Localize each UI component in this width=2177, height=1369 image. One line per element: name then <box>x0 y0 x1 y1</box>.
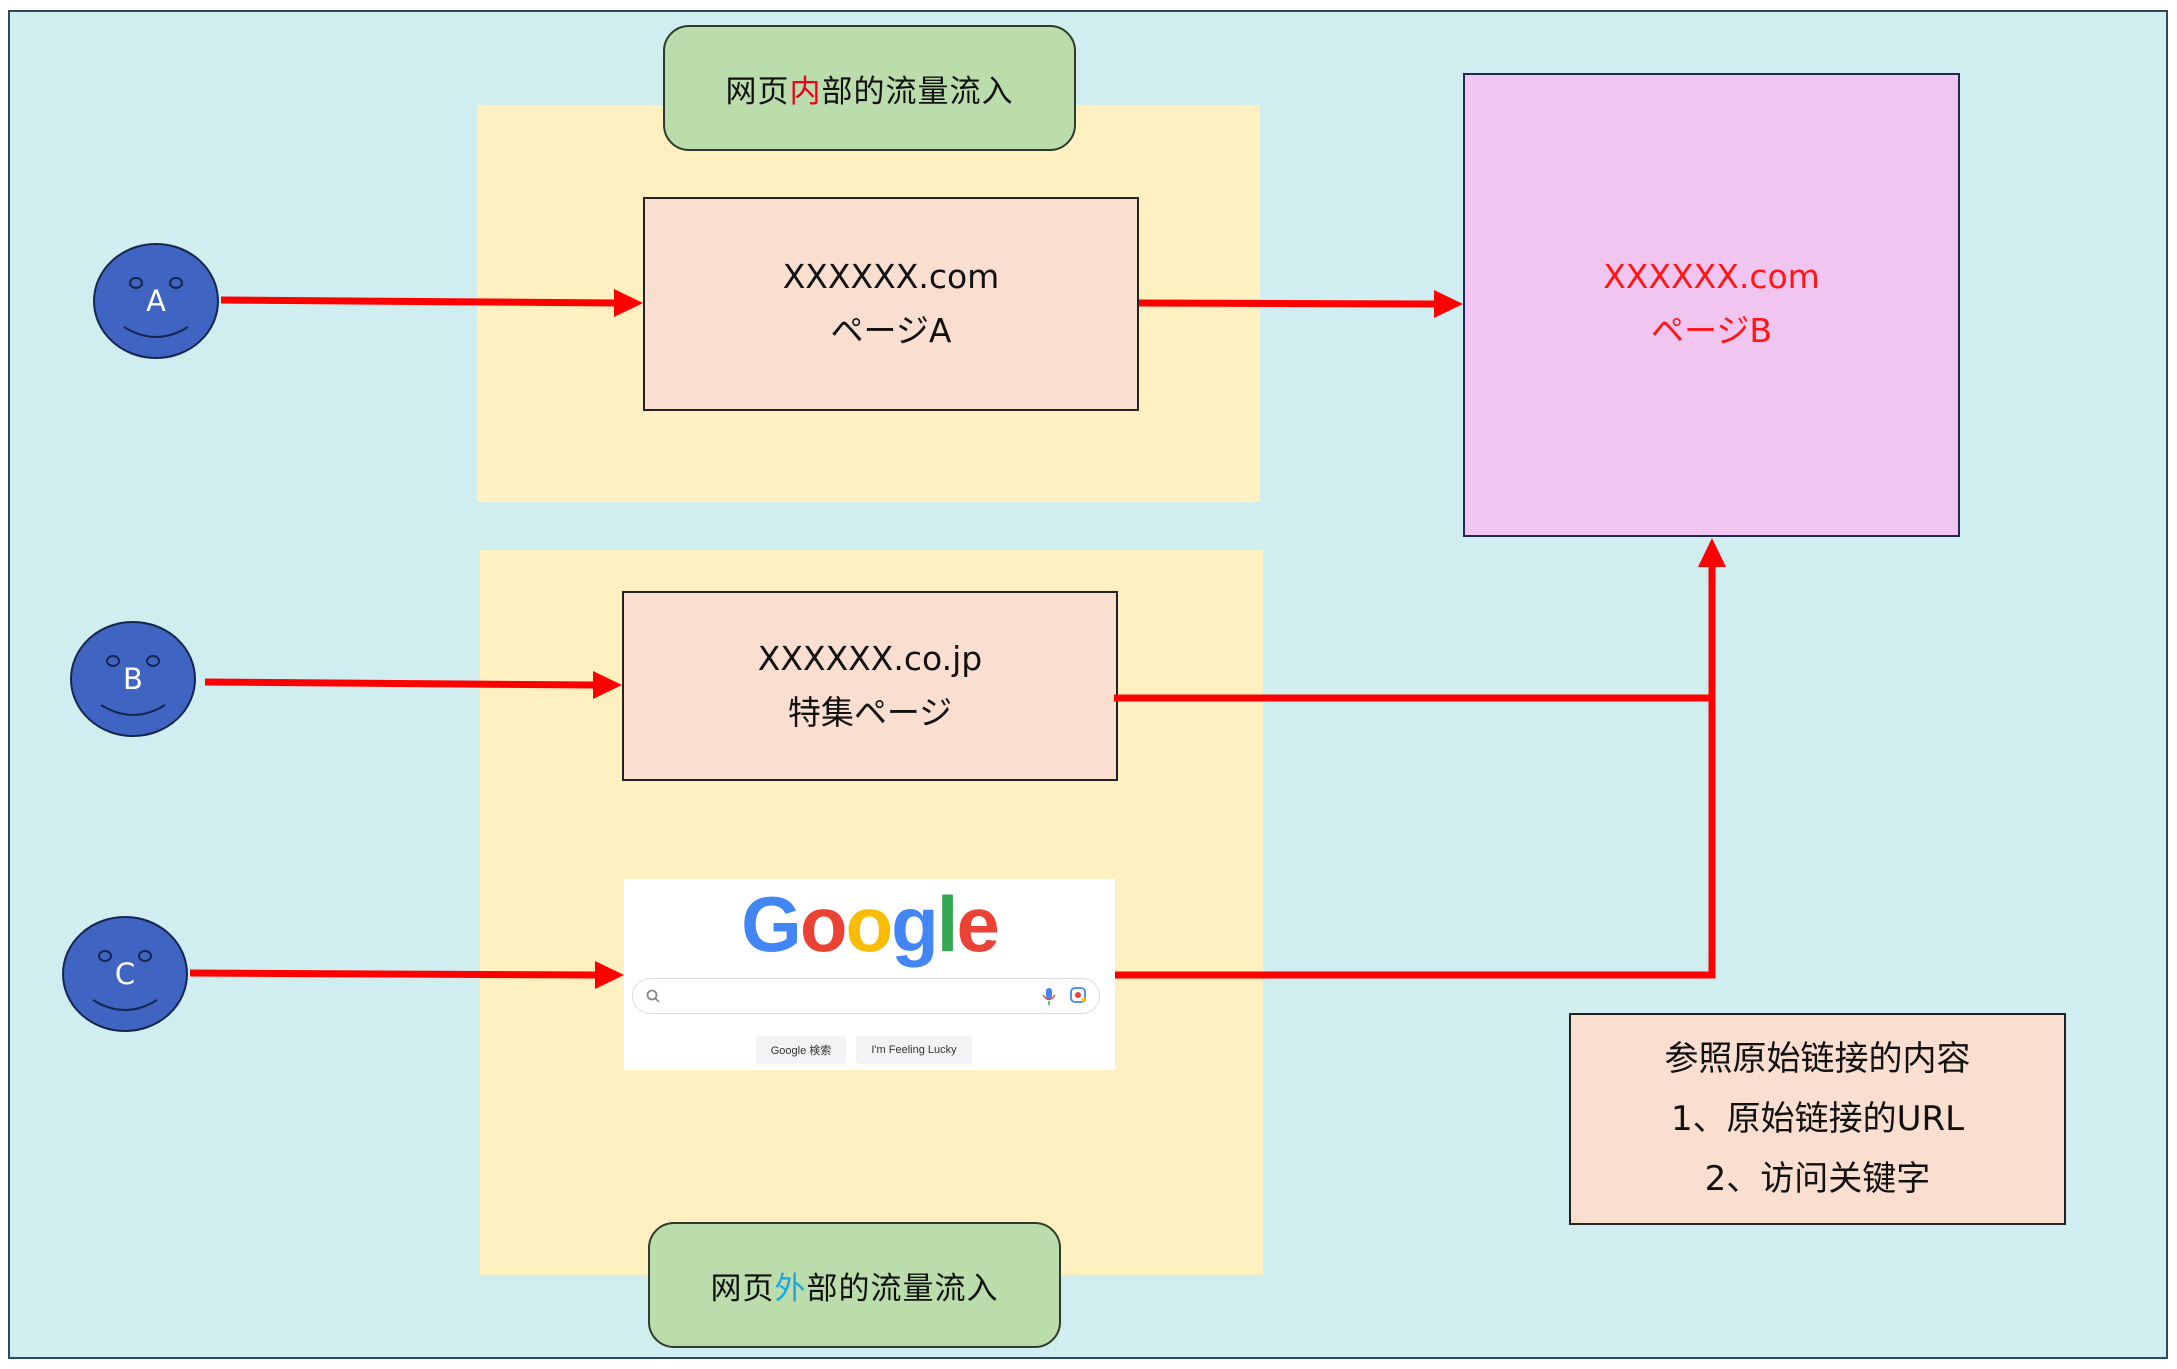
external-label-prefix: 网页 <box>710 1270 775 1307</box>
referrer-info-title: 参照原始链接的内容 <box>1664 1039 1971 1079</box>
arrow-b-to-special-page <box>204 671 622 699</box>
page-b-title: ページB <box>1651 311 1772 350</box>
special-page-box: XXXXXX.co.jp 特集ページ <box>622 591 1118 781</box>
google-search-button: Google 検索 <box>756 1036 846 1064</box>
user-a-label: A <box>146 284 166 318</box>
google-search-bar <box>632 978 1100 1014</box>
internal-label-suffix: 部的流量流入 <box>821 73 1014 110</box>
page-b-box: XXXXXX.com ページB <box>1463 73 1960 537</box>
internal-label-highlight: 内 <box>789 73 822 110</box>
page-a-box: XXXXXX.com ページA <box>643 197 1139 411</box>
user-c: C <box>61 915 189 1033</box>
page-a-title: ページA <box>830 311 952 350</box>
google-logo-letter: e <box>956 880 999 968</box>
feeling-lucky-button: I'm Feeling Lucky <box>856 1036 972 1064</box>
camera-lens-icon <box>1070 987 1086 1003</box>
page-b-domain: XXXXXX.com <box>1603 257 1820 296</box>
google-logo-letter: o <box>845 880 893 968</box>
google-logo-letter: g <box>891 880 939 968</box>
internal-traffic-label: 网页内部的流量流入 <box>663 25 1076 151</box>
microphone-icon <box>1042 988 1056 1005</box>
page-a-domain: XXXXXX.com <box>782 257 1000 296</box>
user-c-label: C <box>114 957 136 991</box>
google-logo: Google <box>624 879 1115 969</box>
arrow-a-to-page-a <box>220 289 643 317</box>
google-logo-letter: o <box>799 880 848 968</box>
arrow-google-to-page-b <box>1115 538 1726 979</box>
user-b: B <box>69 620 197 738</box>
arrow-c-to-google <box>189 961 624 989</box>
user-b-label: B <box>123 662 143 696</box>
google-search-screenshot: Google Google 検索 I'm <box>624 879 1115 1070</box>
arrow-page-a-to-page-b <box>1138 290 1463 318</box>
referrer-info-item-1: 1、原始链接的URL <box>1670 1099 1965 1139</box>
google-logo-letter: l <box>936 880 959 968</box>
external-label-highlight: 外 <box>774 1270 807 1307</box>
special-page-domain: XXXXXX.co.jp <box>757 639 983 678</box>
external-label-suffix: 部的流量流入 <box>806 1270 999 1307</box>
internal-label-prefix: 网页 <box>725 73 790 110</box>
referrer-info-item-2: 2、访问关键字 <box>1704 1159 1931 1199</box>
referrer-info-box: 参照原始链接的内容 1、原始链接的URL 2、访问关键字 <box>1569 1013 2066 1225</box>
google-logo-letter: G <box>741 880 802 968</box>
special-page-title: 特集ページ <box>787 693 953 732</box>
search-icon <box>646 989 660 1003</box>
external-traffic-label: 网页外部的流量流入 <box>648 1222 1061 1348</box>
user-a: A <box>92 242 220 360</box>
